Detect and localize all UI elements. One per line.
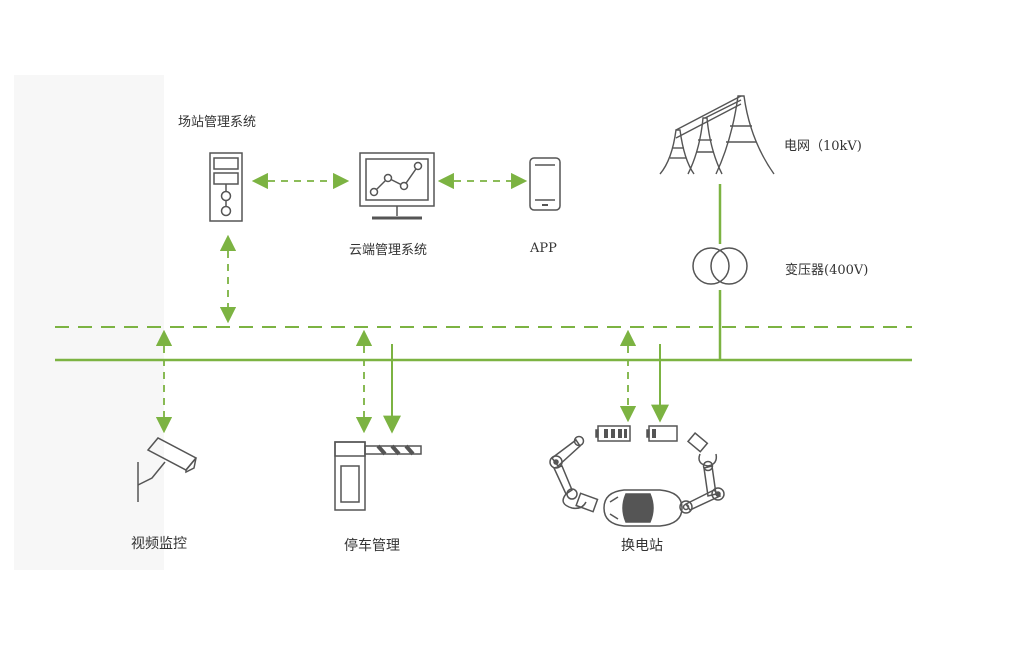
grid-label: 电网（10kV) bbox=[784, 139, 862, 154]
power-tower-icon bbox=[659, 95, 775, 175]
parking-label: 停车管理 bbox=[344, 538, 400, 554]
station-mgmt-label: 场站管理系统 bbox=[178, 115, 257, 130]
car-top-view-icon bbox=[603, 489, 683, 527]
video-label: 视频监控 bbox=[131, 536, 187, 552]
parking-barrier-icon bbox=[334, 441, 422, 511]
smartphone-icon bbox=[529, 157, 561, 211]
surveillance-camera-icon bbox=[137, 437, 198, 502]
battery-full-icon bbox=[595, 425, 631, 442]
app-label: APP bbox=[530, 241, 557, 256]
cloud-mgmt-label: 云端管理系统 bbox=[349, 243, 428, 258]
server-rack-icon bbox=[209, 152, 243, 222]
robot-arm-right-icon bbox=[679, 431, 725, 514]
monitor-chart-icon bbox=[359, 152, 435, 220]
swap-station-label: 换电站 bbox=[621, 538, 663, 554]
transformer-icon bbox=[692, 247, 748, 285]
battery-low-icon bbox=[646, 425, 678, 442]
robot-arm-left-icon bbox=[549, 435, 599, 513]
left-panel-background bbox=[14, 75, 164, 570]
transformer-label: 变压器(400V) bbox=[785, 263, 869, 278]
